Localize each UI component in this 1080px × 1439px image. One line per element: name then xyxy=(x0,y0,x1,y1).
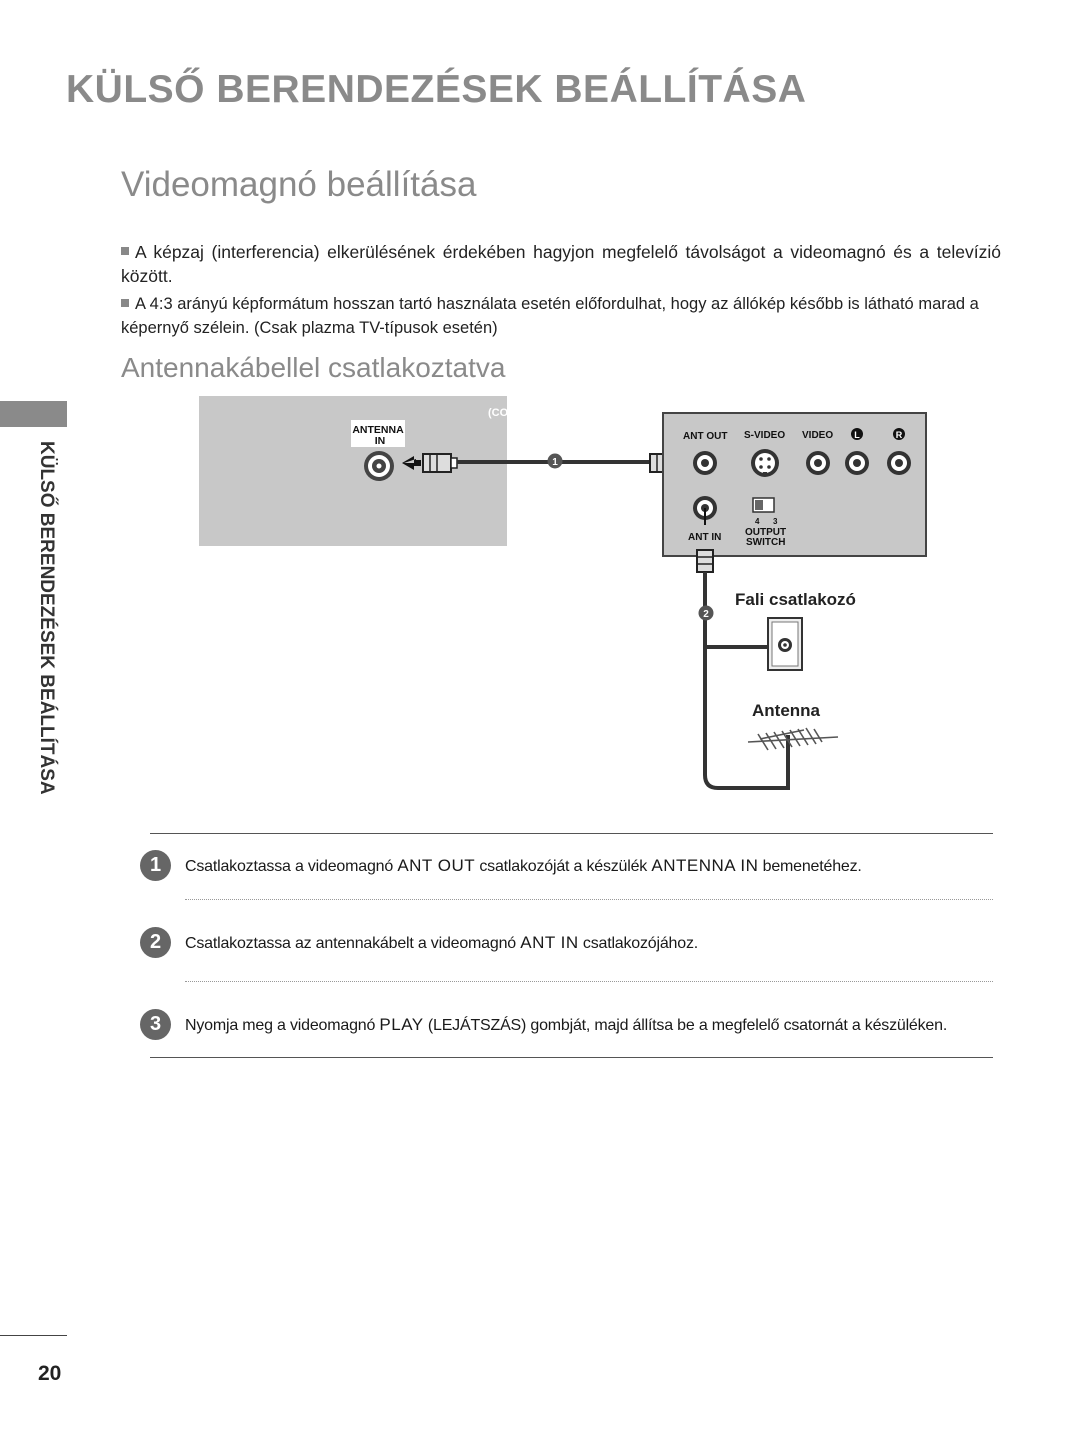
note-text: A 4:3 arányú képformátum hosszan tartó h… xyxy=(121,295,979,337)
page-number: 20 xyxy=(38,1362,62,1385)
cable-2 xyxy=(703,572,790,790)
step-item: 3 Nyomja meg a videomagnó PLAY (LEJÁTSZÁ… xyxy=(140,1007,1000,1041)
switch-ch3-label: 3 xyxy=(773,517,778,526)
vcr-video-label: VIDEO xyxy=(802,430,833,441)
side-tab-marker xyxy=(0,401,67,427)
antenna-label: Antenna xyxy=(752,701,821,720)
switch-ch4-label: 4 xyxy=(755,517,760,526)
tv-back-panel xyxy=(199,396,507,546)
subsection-title: Antennakábellel csatlakoztatva xyxy=(121,352,506,383)
note-item: A képzaj (interferencia) elkerülésének é… xyxy=(121,240,1001,288)
vcr-ant-in-jack-icon xyxy=(693,496,717,525)
footer-rule xyxy=(0,1335,67,1336)
callout-1-marker xyxy=(547,453,563,469)
connection-diagram: (CO ANTENNA IN 1 ANT OUT xyxy=(0,390,1080,810)
vcr-audio-l-jack-icon xyxy=(845,451,869,475)
step-keyword: ANT IN xyxy=(520,933,579,952)
output-switch-icon xyxy=(752,497,775,513)
step-item: 1 Csatlakoztassa a videomagnó ANT OUT cs… xyxy=(140,848,1000,882)
note-item: A 4:3 arányú képformátum hosszan tartó h… xyxy=(121,292,1001,340)
page-title: KÜLSŐ BERENDEZÉSEK BEÁLLÍTÁSA xyxy=(66,68,807,111)
tv-antenna-label: ANTENNA xyxy=(352,424,404,436)
step-text: Csatlakoztassa az antennakábelt a videom… xyxy=(185,933,698,952)
step-keyword: PLAY xyxy=(379,1015,424,1034)
callout-2-number: 2 xyxy=(703,609,709,620)
tv-antenna-label-box xyxy=(351,420,405,447)
vcr-s-video-label: S-VIDEO xyxy=(744,430,785,441)
note-text: A képzaj (interferencia) elkerülésének é… xyxy=(121,242,1001,286)
wall-outlet-label: Fali csatlakozó xyxy=(735,590,856,609)
step-keyword: ANT OUT xyxy=(397,856,476,875)
callout-2-marker xyxy=(698,605,714,621)
vcr-back-panel xyxy=(662,412,927,557)
arrow-left-icon xyxy=(402,456,416,470)
bullet-square-icon xyxy=(121,298,129,307)
step-divider xyxy=(185,899,993,900)
connection-diagram-svg: (CO ANTENNA IN 1 ANT OUT xyxy=(199,396,927,790)
step-divider xyxy=(185,981,993,982)
section-title: Videomagnó beállítása xyxy=(121,165,477,204)
coax-plug-bottom-icon xyxy=(696,549,714,573)
vcr-ant-in-label: ANT IN xyxy=(688,532,721,543)
vcr-r-badge xyxy=(893,428,905,440)
output-label: OUTPUT xyxy=(745,527,786,538)
arrow-tail-icon xyxy=(414,460,421,466)
step-text: Nyomja meg a videomagnó PLAY (LEJÁTSZÁS)… xyxy=(185,1015,948,1034)
vcr-audio-r-jack-icon xyxy=(887,451,911,475)
vcr-ant-out-jack-icon xyxy=(693,451,717,475)
vcr-l-label: L xyxy=(854,430,860,440)
step-keyword: ANTENNA IN xyxy=(651,856,759,875)
steps-bottom-rule xyxy=(150,1057,993,1058)
tv-corner-text: (CO xyxy=(488,407,509,419)
antenna-icon xyxy=(747,727,839,751)
vcr-s-video-jack-icon xyxy=(751,449,779,477)
step-number-badge: 3 xyxy=(140,1009,171,1040)
tv-in-label: IN xyxy=(375,435,386,447)
coax-plug-left-icon xyxy=(422,453,458,473)
vcr-video-jack-icon xyxy=(806,451,830,475)
step-number-badge: 1 xyxy=(140,850,171,881)
vcr-l-badge xyxy=(851,428,863,440)
callout-1-number: 1 xyxy=(552,457,558,468)
tv-antenna-jack-icon xyxy=(364,451,394,481)
bullet-square-icon xyxy=(121,247,129,256)
vcr-ant-out-label: ANT OUT xyxy=(683,431,727,442)
step-item: 2 Csatlakoztassa az antennakábelt a vide… xyxy=(140,925,1000,959)
step-text: Csatlakoztassa a videomagnó ANT OUT csat… xyxy=(185,856,862,875)
step-number-badge: 2 xyxy=(140,927,171,958)
wall-outlet-icon xyxy=(767,617,803,671)
steps-top-rule xyxy=(150,833,993,834)
switch-label: SWITCH xyxy=(746,537,785,548)
vcr-r-label: R xyxy=(896,430,903,440)
